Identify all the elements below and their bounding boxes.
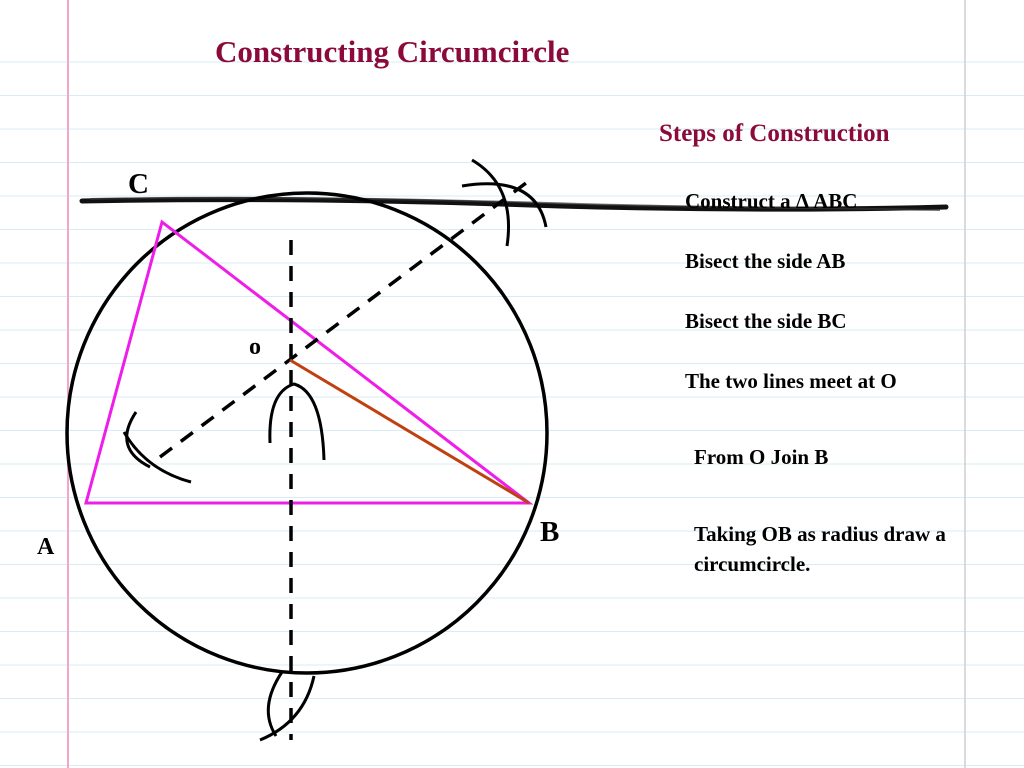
arc-bisector-bc-lower-right bbox=[122, 431, 192, 484]
arc-bisector-ab-bottom-left bbox=[266, 671, 284, 737]
arc-bisector-bc-upper-left bbox=[471, 158, 511, 247]
step-bisect-bc: Bisect the side BC bbox=[685, 309, 847, 333]
point-label-b: B bbox=[540, 516, 559, 548]
steps-heading: Steps of Construction bbox=[659, 120, 890, 147]
radius-ob bbox=[289, 358, 530, 505]
arc-bisector-ab-bottom-right bbox=[259, 675, 316, 742]
ruler-stroke-shade bbox=[89, 196, 941, 211]
point-label-c: C bbox=[128, 168, 149, 200]
step-construct-triangle: Construct a Δ ABC bbox=[685, 189, 858, 213]
page-title: Constructing Circumcircle bbox=[215, 34, 570, 69]
step-join-ob: From O Join B bbox=[694, 445, 829, 469]
circumcircle bbox=[65, 191, 549, 675]
bisector-bc bbox=[158, 178, 532, 459]
triangle-abc bbox=[84, 219, 534, 505]
point-label-a: A bbox=[37, 534, 55, 560]
step-lines-meet: The two lines meet at O bbox=[685, 369, 897, 393]
arc-bisector-ab-middle bbox=[268, 382, 326, 461]
arc-bisector-bc-lower-left bbox=[125, 411, 151, 469]
step-bisect-ab: Bisect the side AB bbox=[685, 249, 846, 273]
point-label-o: o bbox=[249, 334, 261, 360]
arc-bisector-bc-upper-right bbox=[461, 182, 548, 228]
ruled-lines bbox=[0, 61, 1024, 766]
step-draw-circumcircle: Taking OB as radius draw a circumcircle. bbox=[694, 522, 946, 576]
